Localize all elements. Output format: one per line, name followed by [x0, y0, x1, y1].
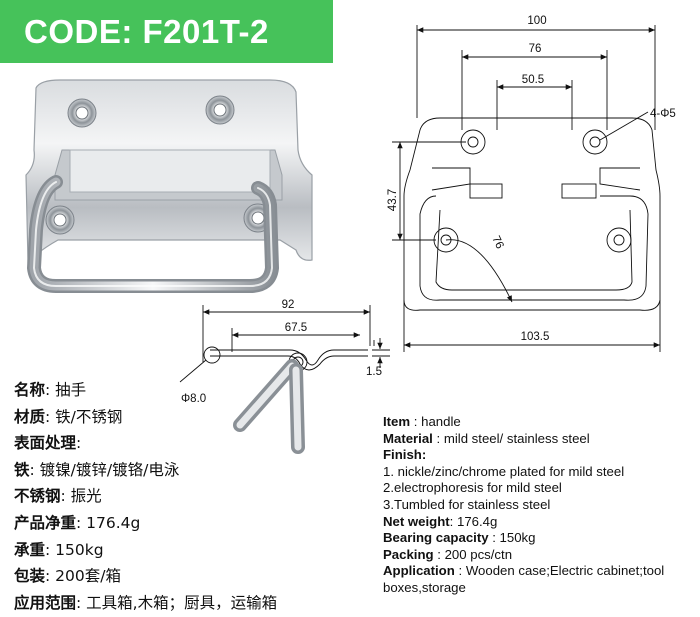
- en-weight-row: Net weight: 176.4g: [383, 513, 498, 529]
- dim-1-5: 1.5: [366, 366, 382, 378]
- cn-material-row: 材质: 铁/不锈钢: [14, 407, 123, 426]
- dim-67-5: 67.5: [285, 322, 307, 334]
- chinese-specs: 名称: 抽手 材质: 铁/不锈钢 表面处理: 铁: 镀镍/镀锌/镀铬/电泳 不锈…: [14, 377, 374, 616]
- cn-load-row: 承重: 150kg: [14, 540, 104, 559]
- dim-43-7: 43.7: [387, 189, 399, 211]
- dim-phi8: Φ8.0: [181, 393, 206, 405]
- cn-ss-row: 不锈钢: 振光: [14, 487, 102, 506]
- en-material-row: Material : mild steel/ stainless steel: [383, 430, 590, 446]
- en-item-row: Item : handle: [383, 414, 461, 429]
- en-finish-3: 3.Tumbled for stainless steel: [383, 496, 551, 512]
- product-code-banner: CODE: F201T-2: [0, 0, 333, 63]
- cn-finish-row: 表面处理:: [14, 434, 82, 453]
- dim-50-5: 50.5: [522, 74, 544, 86]
- dim-92: 92: [282, 299, 295, 311]
- en-packing-row: Packing : 200 pcs/ctn: [383, 546, 513, 562]
- cn-app-row: 应用范围: 工具箱,木箱；厨具，运输箱: [14, 593, 278, 612]
- side-profile: [210, 349, 368, 366]
- dim-76-arc: 76: [489, 234, 505, 251]
- plate-outline: [403, 117, 661, 311]
- en-bearing-row: Bearing capacity : 150kg: [383, 530, 536, 546]
- dim-100: 100: [527, 15, 546, 27]
- dim-103-5: 103.5: [521, 331, 550, 343]
- cn-pack-row: 包装: 200套/箱: [14, 567, 121, 586]
- dim-76: 76: [529, 43, 542, 55]
- cn-weight-row: 产品净重: 176.4g: [14, 513, 141, 532]
- loop-outline: [419, 195, 649, 301]
- dim-hole: 4-Φ5: [650, 108, 676, 120]
- english-specs: Item : handle Material : mild steel/ sta…: [383, 414, 698, 597]
- en-finish-1: 1. nickle/zinc/chrome plated for mild st…: [383, 463, 625, 479]
- en-finish-2: 2.electrophoresis for mild steel: [383, 480, 562, 496]
- handle-rods: [233, 359, 305, 454]
- en-application-row: Application : Wooden case;Electric cabin…: [383, 563, 665, 595]
- cn-name-row: 名称: 抽手: [14, 381, 87, 399]
- cn-iron-row: 铁: 镀镍/镀锌/镀铬/电泳: [14, 460, 180, 479]
- en-finish-label: Finish:: [383, 447, 427, 463]
